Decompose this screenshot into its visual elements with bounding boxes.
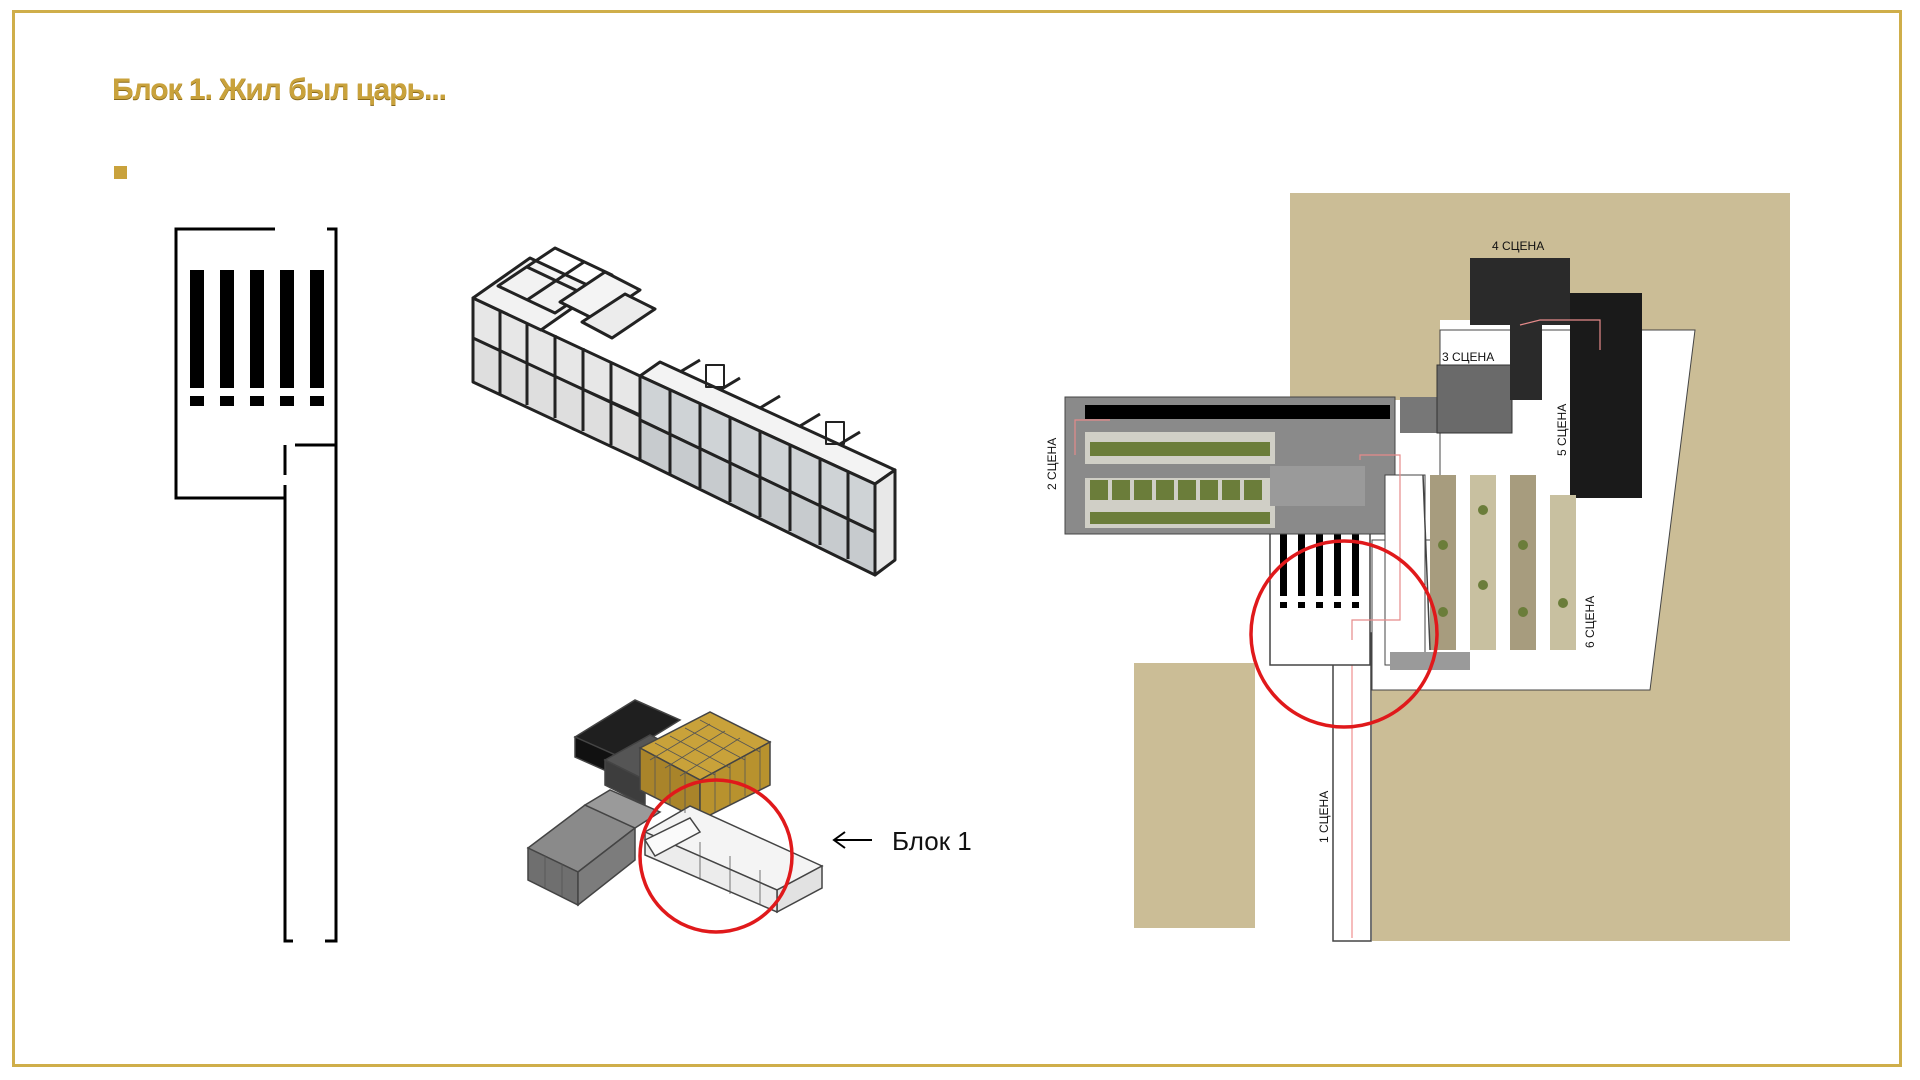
stage-3-label: 3 СЦЕНА [1442,350,1494,364]
stage-1-label: 1 СЦЕНА [1317,791,1331,843]
bullet-marker [114,166,127,179]
stage-2-label: 2 СЦЕНА [1045,438,1059,490]
floor-plan-outline [174,227,338,943]
stage-4-label: 4 СЦЕНА [1492,239,1544,253]
slide-frame [12,10,1902,1067]
block-1-callout-arrow [832,831,872,849]
floor-plan-bars [190,270,324,406]
block-grid-lines [544,719,761,905]
isometric-block-model [526,699,824,914]
stage-5-label: 5 СЦЕНА [1555,404,1569,456]
block-1-callout-label: Блок 1 [892,826,972,856]
site-plan [1064,193,1790,942]
isometric-wireframe-model [471,246,897,577]
block-1-highlight-circle [638,778,794,934]
stage-6-label: 6 СЦЕНА [1583,596,1597,648]
slide-title: Блок 1. Жил был царь... [112,73,447,106]
site-plan-highlight-circle [1249,539,1439,729]
